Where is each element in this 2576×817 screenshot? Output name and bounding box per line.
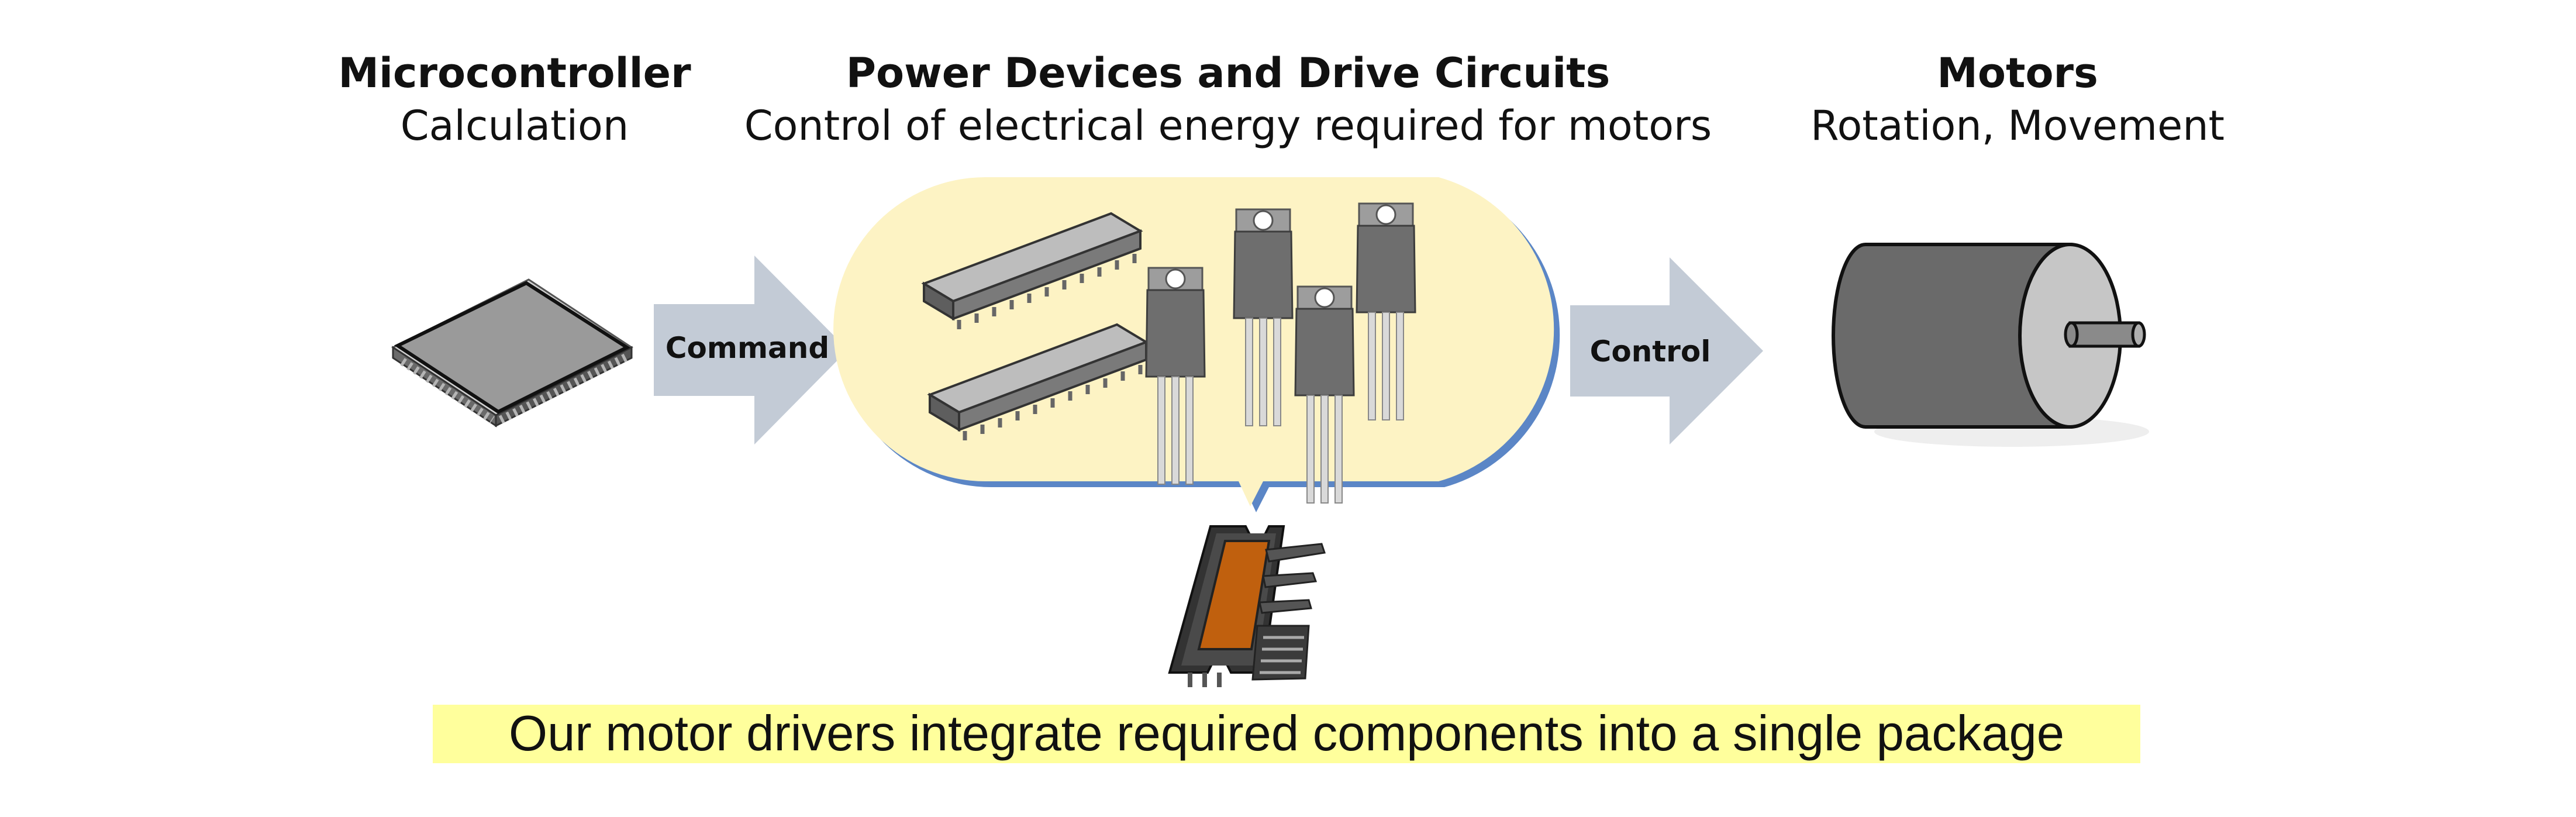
bottom-caption: Our motor drivers integrate required com… — [433, 705, 2140, 763]
command-label: Command — [665, 331, 829, 365]
control-arrow — [1570, 257, 1763, 444]
microcontroller-title: Microcontroller — [338, 49, 691, 97]
microcontroller-heading: Microcontroller Calculation — [281, 47, 749, 152]
motors-heading: Motors Rotation, Movement — [1725, 47, 2310, 152]
power-title: Power Devices and Drive Circuits — [846, 49, 1611, 97]
power-subtitle: Control of electrical energy required fo… — [744, 102, 1712, 150]
motors-title: Motors — [1937, 49, 2098, 97]
motor-icon — [1832, 243, 2149, 447]
intelligent-power-module-icon — [1168, 525, 1326, 687]
power-heading: Power Devices and Drive Circuits Control… — [585, 47, 1871, 152]
microcontroller-chip-icon — [391, 278, 633, 428]
control-label: Control — [1590, 335, 1711, 368]
motors-subtitle: Rotation, Movement — [1810, 102, 2225, 150]
command-arrow — [654, 256, 848, 444]
microcontroller-subtitle: Calculation — [400, 102, 629, 150]
